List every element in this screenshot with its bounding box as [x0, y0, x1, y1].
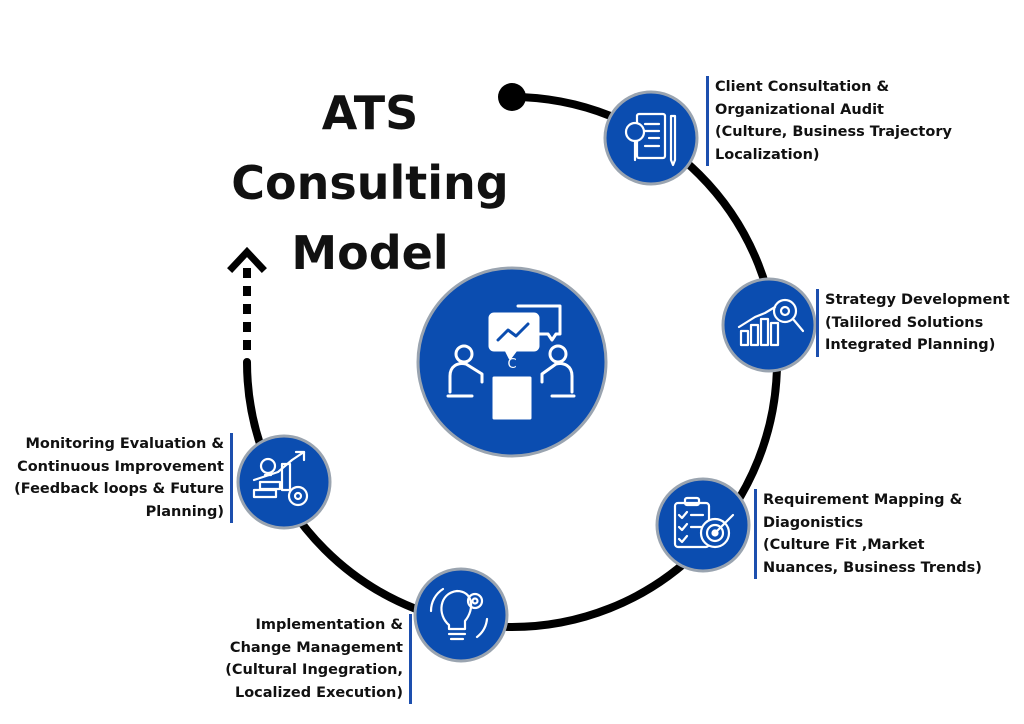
stage-5-label: Monitoring Evaluation & Continuous Impro… [14, 433, 233, 523]
stage-1-line-3: (Culture, Business Trajectory [715, 124, 952, 140]
stage-5-line-3: (Feedback loops & Future [14, 481, 224, 497]
lightbulb-gear-icon [429, 587, 489, 641]
title-line-3: Model [291, 226, 449, 280]
stage-5-line-2: Continuous Improvement [17, 458, 224, 475]
center-bubble-letter: C [507, 357, 516, 372]
team-meeting-chart-icon [446, 304, 576, 420]
diagram-title: ATS Consulting Model [200, 78, 540, 288]
stage-3-line-4: Nuances, Business Trends) [763, 559, 982, 576]
stage-1-line-1: Client Consultation & [715, 79, 890, 95]
stage-4-line-1: Implementation & [255, 617, 403, 633]
stage-4-line-4: Localized Execution) [234, 684, 403, 701]
checklist-target-icon [673, 496, 735, 549]
document-magnifier-icon [624, 112, 677, 167]
stage-3-node [655, 477, 751, 573]
growth-chart-gear-icon [737, 298, 805, 347]
stage-3-line-3: (Culture Fit ,Market [763, 537, 925, 553]
stage-2-label: Strategy Development (Talilored Solution… [816, 289, 1010, 357]
stage-1-label: Client Consultation & Organizational Aud… [706, 76, 952, 166]
return-arrowhead-icon [227, 246, 267, 273]
stage-4-label: Implementation & Change Management (Cult… [225, 614, 412, 704]
title-line-2: Consulting [231, 156, 509, 210]
stage-3-line-2: Diagonistics [763, 514, 864, 531]
stage-2-line-2: (Talilored Solutions [825, 314, 984, 331]
stage-3-label: Requirement Mapping & Diagonistics (Cult… [754, 489, 982, 579]
stage-5-node [236, 434, 332, 530]
stage-4-node [413, 567, 509, 663]
stage-5-line-4: Planning) [145, 503, 224, 520]
stage-1-node [603, 90, 699, 186]
stage-2-line-3: Integrated Planning) [825, 337, 996, 353]
stage-4-line-2: Change Management [229, 639, 403, 656]
center-node: C [416, 266, 608, 458]
title-line-1: ATS [321, 86, 419, 140]
stage-1-line-2: Organizational Audit [715, 101, 884, 118]
stage-2-line-1: Strategy Development [825, 292, 1010, 308]
stage-5-line-1: Monitoring Evaluation & [25, 436, 224, 452]
stage-1-line-4: Localization) [715, 146, 820, 163]
stage-2-node [721, 277, 817, 373]
bulb-growth-arrow-icon [252, 450, 309, 507]
stage-3-line-1: Requirement Mapping & [763, 492, 963, 508]
cycle-start-dot [498, 83, 526, 111]
stage-4-line-3: (Cultural Ingegration, [225, 662, 403, 678]
